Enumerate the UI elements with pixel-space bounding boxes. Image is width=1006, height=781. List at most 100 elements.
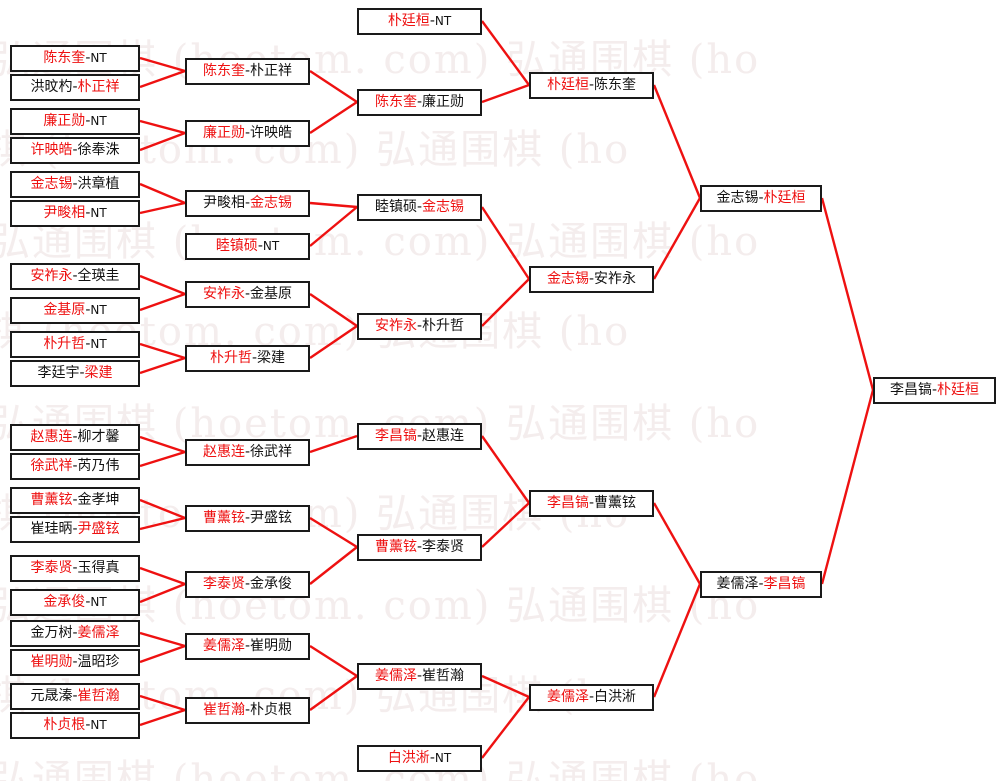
match-winner-name: 白洪淅 (387, 750, 430, 766)
match-winner-name: 金志锡 (250, 195, 293, 211)
match-separator: - (244, 638, 251, 654)
match-bye-label: NT (90, 595, 107, 609)
match-loser-name: 李泰贤 (422, 539, 465, 555)
match-box[interactable]: 元晟溱-崔哲瀚 (10, 683, 140, 710)
match-box[interactable]: 睦镇硕-NT (185, 233, 310, 260)
match-box[interactable]: 姜儒泽-李昌镐 (700, 571, 822, 598)
match-box[interactable]: 安祚永-朴升哲 (357, 313, 482, 340)
match-box[interactable]: 陈东奎-廉正勋 (357, 89, 482, 116)
match-winner-name: 尹畯相 (43, 205, 86, 221)
match-separator: - (79, 365, 85, 381)
match-loser-name: 赵惠连 (422, 428, 465, 444)
match-box[interactable]: 朴廷桓-陈东奎 (529, 72, 654, 99)
match-loser-name: 金志锡 (716, 190, 759, 206)
match-box[interactable]: 赵惠连-柳才馨 (10, 424, 140, 451)
match-winner-name: 李昌镐 (546, 495, 589, 511)
match-box[interactable]: 朴廷桓-NT (357, 8, 482, 35)
match-loser-name: 金基原 (250, 286, 293, 302)
match-separator: - (416, 199, 423, 215)
match-box[interactable]: 金志锡-安祚永 (529, 266, 654, 293)
match-winner-name: 梁建 (84, 365, 113, 381)
match-box[interactable]: 陈东奎-朴正祥 (185, 58, 310, 85)
match-separator: - (588, 689, 595, 705)
match-separator: - (758, 190, 764, 206)
match-winner-name: 李昌镐 (763, 576, 806, 592)
match-box[interactable]: 洪旼杓-朴正祥 (10, 74, 140, 101)
match-winner-name: 赵惠连 (30, 429, 73, 445)
match-box[interactable]: 金基原-NT (10, 297, 140, 324)
match-box[interactable]: 白洪淅-NT (357, 745, 482, 772)
match-box[interactable]: 金志锡-朴廷桓 (700, 185, 822, 212)
match-box[interactable]: 朴升哲-NT (10, 331, 140, 358)
match-box[interactable]: 廉正勋-NT (10, 108, 140, 135)
match-box[interactable]: 曹薰铉-李泰贤 (357, 534, 482, 561)
match-box[interactable]: 曹薰铉-金孝坤 (10, 487, 140, 514)
match-box[interactable]: 姜儒泽-崔明勋 (185, 633, 310, 660)
match-box[interactable]: 尹畯相-金志锡 (185, 190, 310, 217)
match-separator: - (72, 176, 78, 192)
match-loser-name: 全瑛圭 (77, 268, 120, 284)
match-separator: - (244, 286, 251, 302)
match-box[interactable]: 金承俊-NT (10, 589, 140, 616)
match-separator: - (429, 13, 435, 29)
match-separator: - (72, 492, 78, 508)
match-winner-name: 朴升哲 (209, 350, 252, 366)
match-loser-name: 许映皓 (250, 125, 293, 141)
match-box[interactable]: 崔哲瀚-朴贞根 (185, 697, 310, 724)
match-box[interactable]: 李昌镐-赵惠连 (357, 423, 482, 450)
match-box[interactable]: 姜儒泽-白洪淅 (529, 684, 654, 711)
match-separator: - (72, 625, 78, 641)
match-loser-name: 曹薰铉 (594, 495, 637, 511)
match-winner-name: 崔哲瀚 (77, 688, 120, 704)
match-box[interactable]: 尹畯相-NT (10, 200, 140, 227)
match-box[interactable]: 许映皓-徐奉洙 (10, 137, 140, 164)
match-separator: - (85, 113, 91, 129)
match-separator: - (72, 142, 78, 158)
match-box[interactable]: 金万树-姜儒泽 (10, 620, 140, 647)
match-bye-label: NT (90, 337, 107, 351)
match-winner-name: 金志锡 (422, 199, 465, 215)
match-separator: - (257, 238, 263, 254)
match-box[interactable]: 李廷宇-梁建 (10, 360, 140, 387)
match-box[interactable]: 李昌镐-朴廷桓 (873, 377, 996, 404)
match-box[interactable]: 崔珪昞-尹盛铉 (10, 516, 140, 543)
match-box[interactable]: 崔明勋-温昭珍 (10, 649, 140, 676)
match-box[interactable]: 赵惠连-徐武祥 (185, 439, 310, 466)
match-winner-name: 朴廷桓 (937, 382, 980, 398)
match-separator: - (244, 576, 251, 592)
match-winner-name: 陈东奎 (374, 94, 417, 110)
match-box[interactable]: 朴贞根-NT (10, 712, 140, 739)
match-box[interactable]: 李泰贤-玉得真 (10, 555, 140, 582)
match-box[interactable]: 睦镇硕-金志锡 (357, 194, 482, 221)
match-separator: - (85, 205, 91, 221)
match-loser-name: 李廷宇 (37, 365, 80, 381)
match-winner-name: 朴升哲 (43, 336, 86, 352)
match-separator: - (72, 268, 78, 284)
match-box[interactable]: 朴升哲-梁建 (185, 345, 310, 372)
match-loser-name: 崔明勋 (250, 638, 293, 654)
match-separator: - (85, 717, 91, 733)
match-box[interactable]: 曹薰铉-尹盛铉 (185, 505, 310, 532)
match-winner-name: 崔明勋 (30, 654, 73, 670)
match-loser-name: 朴正祥 (250, 63, 293, 79)
match-winner-name: 姜儒泽 (202, 638, 245, 654)
match-separator: - (72, 79, 78, 95)
match-winner-name: 朴廷桓 (387, 13, 430, 29)
match-box[interactable]: 安祚永-金基原 (185, 281, 310, 308)
match-loser-name: 徐奉洙 (77, 142, 120, 158)
match-box[interactable]: 姜儒泽-崔哲瀚 (357, 663, 482, 690)
match-loser-name: 洪旼杓 (30, 79, 73, 95)
match-separator: - (244, 195, 251, 211)
match-box[interactable]: 李泰贤-金承俊 (185, 571, 310, 598)
match-separator: - (416, 318, 423, 334)
match-loser-name: 温昭珍 (77, 654, 120, 670)
match-box[interactable]: 陈东奎-NT (10, 45, 140, 72)
match-separator: - (72, 654, 78, 670)
match-box[interactable]: 李昌镐-曹薰铉 (529, 490, 654, 517)
match-winner-name: 朴廷桓 (763, 190, 806, 206)
match-winner-name: 廉正勋 (43, 113, 86, 129)
match-box[interactable]: 安祚永-全瑛圭 (10, 263, 140, 290)
match-box[interactable]: 徐武祥-芮乃伟 (10, 453, 140, 480)
match-box[interactable]: 廉正勋-许映皓 (185, 120, 310, 147)
match-box[interactable]: 金志锡-洪章植 (10, 171, 140, 198)
